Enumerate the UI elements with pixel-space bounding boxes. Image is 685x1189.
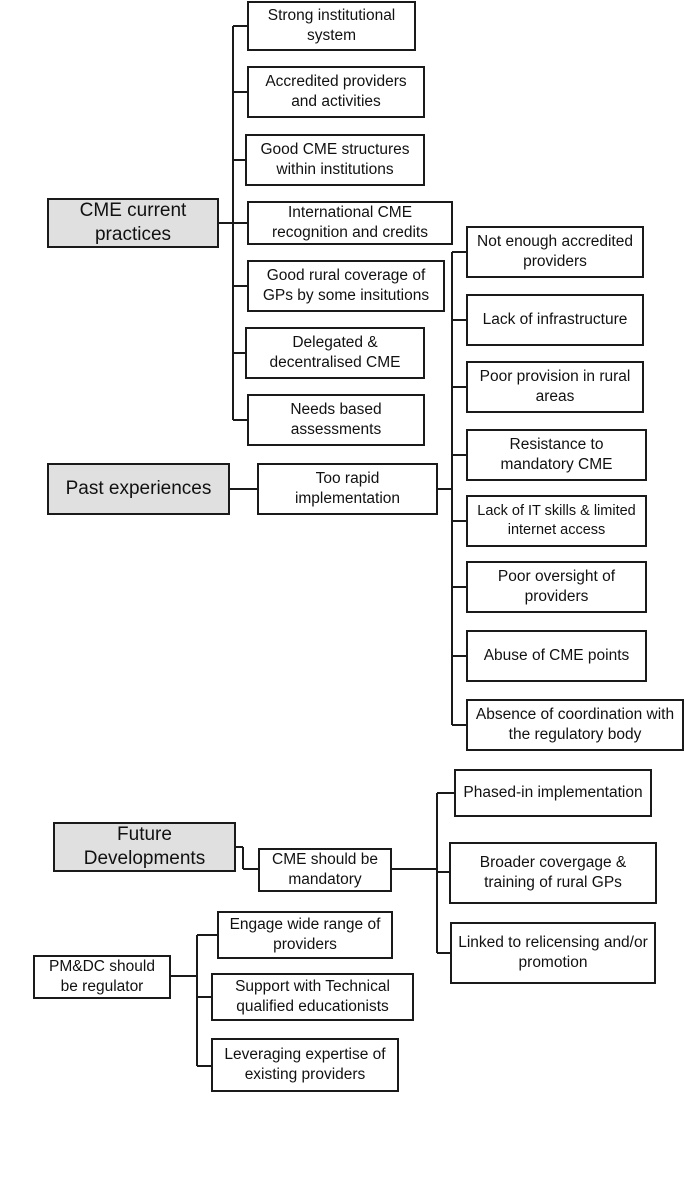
practice-node: Strong institutional system	[247, 1, 416, 51]
mandatory-item-label: Broader covergage & training of rural GP…	[479, 854, 627, 891]
category-past-experiences: Past experiences	[47, 463, 230, 515]
category-future-developments-label: Future Developments	[83, 824, 206, 869]
issue-label: Poor oversight of providers	[497, 568, 616, 605]
regulator-item-node: Engage wide range of providers	[217, 911, 393, 959]
practice-node: Needs based assessments	[247, 394, 425, 446]
issue-label: Lack of infrastructure	[482, 311, 628, 328]
practice-label: Needs based assessments	[290, 401, 382, 438]
issue-node: Absence of coordination with the regulat…	[466, 699, 684, 751]
issue-node: Abuse of CME points	[466, 630, 647, 682]
issue-label: Not enough accredited providers	[477, 233, 633, 270]
mandatory-item-node: Phased-in implementation	[454, 769, 652, 817]
issue-label: Abuse of CME points	[483, 647, 630, 664]
regulator-item-node: Support with Technical qualified educati…	[211, 973, 414, 1021]
regulator-item-label: Engage wide range of providers	[229, 916, 381, 953]
practice-label: Accredited providers and activities	[265, 73, 407, 110]
issue-label: Resistance to mandatory CME	[500, 436, 613, 473]
mandatory-item-label: Linked to relicensing and/or promotion	[458, 934, 648, 971]
pmdc-regulator-label: PM&DC should be regulator	[49, 958, 155, 995]
practice-label: International CME recognition and credit…	[272, 204, 428, 241]
too-rapid-implementation-node: Too rapid implementation	[257, 463, 438, 515]
issue-label: Lack of IT skills & limited internet acc…	[477, 503, 636, 538]
category-cme-current-practices: CME current practices	[47, 198, 219, 248]
practice-label: Strong institutional system	[267, 7, 396, 44]
issue-node: Resistance to mandatory CME	[466, 429, 647, 481]
mandatory-item-node: Broader covergage & training of rural GP…	[449, 842, 657, 904]
cme-mandatory-label: CME should be mandatory	[272, 851, 378, 888]
issue-label: Absence of coordination with the regulat…	[475, 706, 675, 743]
practice-node: Delegated & decentralised CME	[245, 327, 425, 379]
category-past-experiences-label: Past experiences	[65, 478, 212, 499]
issue-node: Lack of IT skills & limited internet acc…	[466, 495, 647, 547]
practice-node: Good rural coverage of GPs by some insit…	[247, 260, 445, 312]
practice-node: International CME recognition and credit…	[247, 201, 453, 245]
practice-label: Good rural coverage of GPs by some insit…	[262, 267, 430, 304]
practice-label: Good CME structures within institutions	[260, 141, 410, 178]
mandatory-item-node: Linked to relicensing and/or promotion	[450, 922, 656, 984]
mandatory-item-label: Phased-in implementation	[463, 784, 643, 801]
issue-node: Poor provision in rural areas	[466, 361, 644, 413]
regulator-item-label: Leveraging expertise of existing provide…	[224, 1046, 386, 1083]
category-future-developments: Future Developments	[53, 822, 236, 872]
issue-node: Lack of infrastructure	[466, 294, 644, 346]
too-rapid-implementation-label: Too rapid implementation	[294, 470, 401, 507]
cme-mandatory-node: CME should be mandatory	[258, 848, 392, 892]
issue-node: Poor oversight of providers	[466, 561, 647, 613]
practice-label: Delegated & decentralised CME	[269, 334, 401, 371]
regulator-item-label: Support with Technical qualified educati…	[235, 978, 390, 1015]
pmdc-regulator-node: PM&DC should be regulator	[33, 955, 171, 999]
issue-node: Not enough accredited providers	[466, 226, 644, 278]
category-cme-current-practices-label: CME current practices	[79, 200, 187, 245]
issue-label: Poor provision in rural areas	[479, 368, 631, 405]
regulator-item-node: Leveraging expertise of existing provide…	[211, 1038, 399, 1092]
practice-node: Accredited providers and activities	[247, 66, 425, 118]
practice-node: Good CME structures within institutions	[245, 134, 425, 186]
